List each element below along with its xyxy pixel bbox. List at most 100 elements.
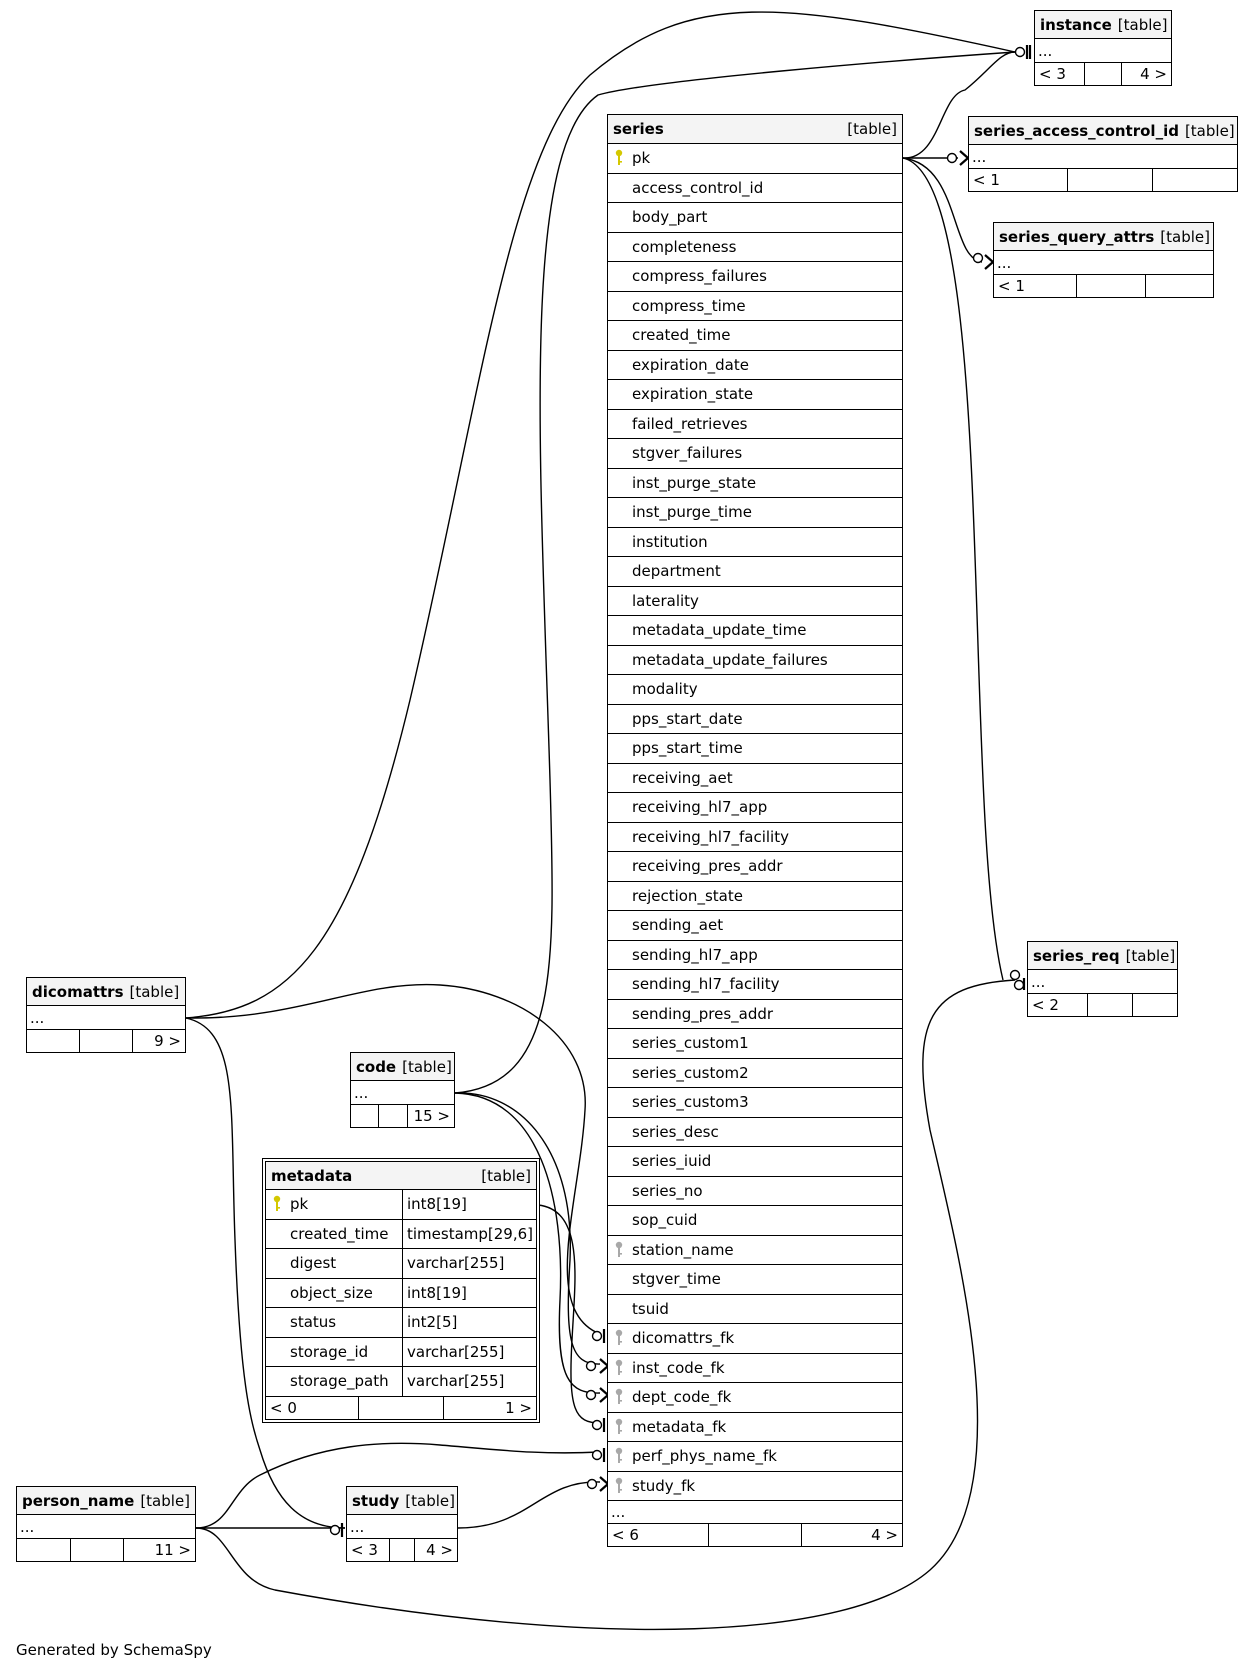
table-header: metadata [table] [266, 1162, 536, 1190]
column-row: expiration_state [608, 380, 902, 410]
column-row: institution [608, 528, 902, 557]
column-name: pps_start_date [632, 709, 743, 728]
table-name: person_name [22, 1491, 135, 1510]
column-row: pps_start_date [608, 705, 902, 734]
column-name: object_size [290, 1283, 373, 1302]
column-name: department [632, 562, 721, 581]
parents-count [351, 1105, 380, 1127]
column-name: receiving_hl7_facility [632, 827, 789, 846]
table-type: [table] [140, 1491, 191, 1510]
column-name: metadata_update_failures [632, 650, 828, 669]
edge-person-series-req [195, 979, 1016, 1631]
children-count: 4 > [871, 1526, 898, 1544]
column-row: compress_time [608, 292, 902, 321]
column-row: study_fk [608, 1472, 902, 1501]
table-instance[interactable]: instance [table] ... < 3 4 > [1034, 10, 1172, 86]
column-name: dept_code_fk [632, 1388, 732, 1407]
table-study[interactable]: study [table] ... < 3 4 > [346, 1486, 458, 1562]
column-type: varchar[255] [402, 1337, 536, 1366]
parents-count: < 3 [1035, 63, 1085, 85]
table-footer: 9 > [27, 1030, 185, 1052]
table-header: instance [table] [1035, 11, 1171, 39]
column-name: status [290, 1313, 337, 1332]
footer-middle [390, 1539, 416, 1561]
table-series-query-attrs[interactable]: series_query_attrs [table] ... < 1 [993, 222, 1214, 298]
table-footer: < 2 [1028, 994, 1177, 1016]
table-dicomattrs[interactable]: dicomattrs [table] ... 9 > [26, 977, 186, 1053]
column-name: station_name [632, 1240, 734, 1259]
column-name: study_fk [632, 1476, 696, 1495]
column-name: receiving_pres_addr [632, 857, 783, 876]
column-name: pps_start_time [632, 739, 743, 758]
column-row: series_custom3 [608, 1088, 902, 1118]
primary-key-icon [608, 149, 630, 167]
column-row: series_iuid [608, 1147, 902, 1177]
table-type: [table] [129, 982, 180, 1001]
column-row: failed_retrieves [608, 410, 902, 439]
column-name: created_time [290, 1224, 389, 1243]
column-row: storage_id varchar[255] [266, 1337, 536, 1367]
footer-middle [1088, 994, 1134, 1016]
edge-series-query-attrs [902, 157, 983, 263]
table-person-name[interactable]: person_name [table] ... 11 > [16, 1486, 196, 1562]
collapsed-columns: ... [1028, 970, 1177, 994]
table-series-access-control-id[interactable]: series_access_control_id [table] ... < 1 [968, 116, 1238, 192]
foreign-key-icon [608, 1477, 630, 1495]
column-name: digest [290, 1254, 337, 1273]
column-row: tsuid [608, 1295, 902, 1324]
column-name: storage_id [290, 1342, 369, 1361]
column-name: stgver_failures [632, 444, 743, 463]
column-row: sending_hl7_app [608, 941, 902, 970]
children-count: 4 > [426, 1541, 453, 1559]
edge-metadata-series [537, 1204, 601, 1424]
column-row: receiving_pres_addr [608, 852, 902, 882]
column-row: stgver_time [608, 1265, 902, 1295]
column-name: body_part [632, 208, 708, 227]
edge-dicomattrs-series [185, 983, 601, 1335]
column-row: sop_cuid [608, 1206, 902, 1236]
column-name: compress_time [632, 296, 746, 315]
footer-middle [80, 1030, 133, 1052]
children-count: 11 > [154, 1541, 191, 1559]
table-name: code [356, 1057, 397, 1076]
column-row: created_time [608, 321, 902, 351]
column-name: storage_path [290, 1372, 389, 1391]
edge-dicomattrs-study [185, 1017, 346, 1529]
parents-count: < 2 [1028, 994, 1089, 1016]
parents-count: < 3 [347, 1539, 390, 1561]
table-series-req[interactable]: series_req [table] ... < 2 [1027, 941, 1178, 1017]
column-name: institution [632, 532, 708, 551]
children-count: 1 > [505, 1398, 532, 1417]
parents-count: < 0 [266, 1396, 360, 1419]
collapsed-columns: ... [17, 1515, 195, 1539]
column-row: receiving_aet [608, 764, 902, 793]
collapsed-columns: ... [969, 145, 1237, 169]
column-name: pk [632, 149, 651, 168]
table-header: person_name [table] [17, 1487, 195, 1515]
table-name: series_query_attrs [999, 227, 1155, 246]
table-type: [table] [1160, 227, 1210, 246]
column-row: series_custom2 [608, 1059, 902, 1088]
primary-key-icon [266, 1195, 288, 1213]
column-name: series_no [632, 1181, 703, 1200]
table-footer: < 3 4 > [1035, 63, 1171, 85]
column-row: sending_hl7_facility [608, 970, 902, 1000]
column-row: series_no [608, 1177, 902, 1206]
edge-study-series [457, 1481, 601, 1529]
foreign-key-icon [608, 1388, 630, 1406]
column-name: stgver_time [632, 1270, 721, 1289]
column-name: dicomattrs_fk [632, 1329, 735, 1348]
column-type: timestamp[29,6] [402, 1219, 536, 1248]
table-code[interactable]: code [table] ... 15 > [350, 1052, 455, 1128]
table-type: [table] [847, 120, 897, 138]
column-row: perf_phys_name_fk [608, 1442, 902, 1472]
collapsed-columns: ... [608, 1501, 902, 1524]
column-name: completeness [632, 237, 737, 256]
table-footer: < 1 [994, 275, 1213, 297]
